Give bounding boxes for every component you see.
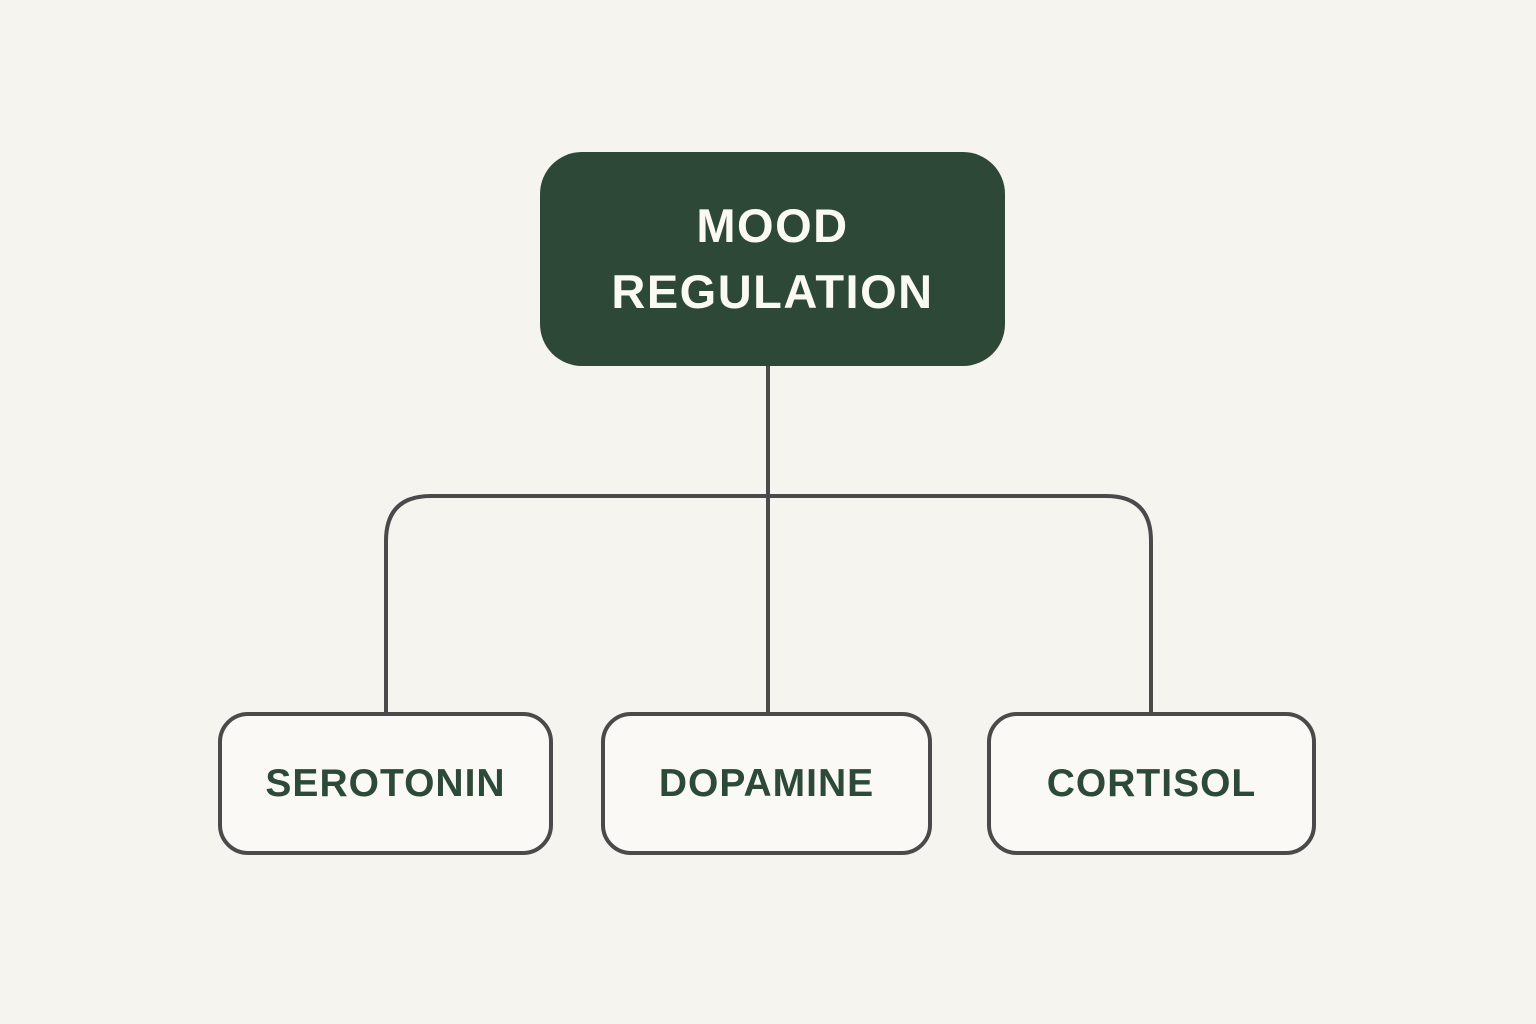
child-node-dopamine-label: DOPAMINE: [658, 761, 875, 805]
child-node-serotonin: SEROTONIN: [218, 712, 553, 855]
child-node-cortisol-label: CORTISOL: [1046, 761, 1257, 805]
root-node-mood-regulation: MOOD REGULATION: [540, 152, 1005, 366]
child-node-cortisol: CORTISOL: [987, 712, 1316, 855]
root-node-label: MOOD REGULATION: [611, 199, 934, 318]
connector-branch-left-right: [384, 494, 1153, 712]
child-node-dopamine: DOPAMINE: [601, 712, 932, 855]
child-node-serotonin-label: SEROTONIN: [265, 761, 506, 805]
